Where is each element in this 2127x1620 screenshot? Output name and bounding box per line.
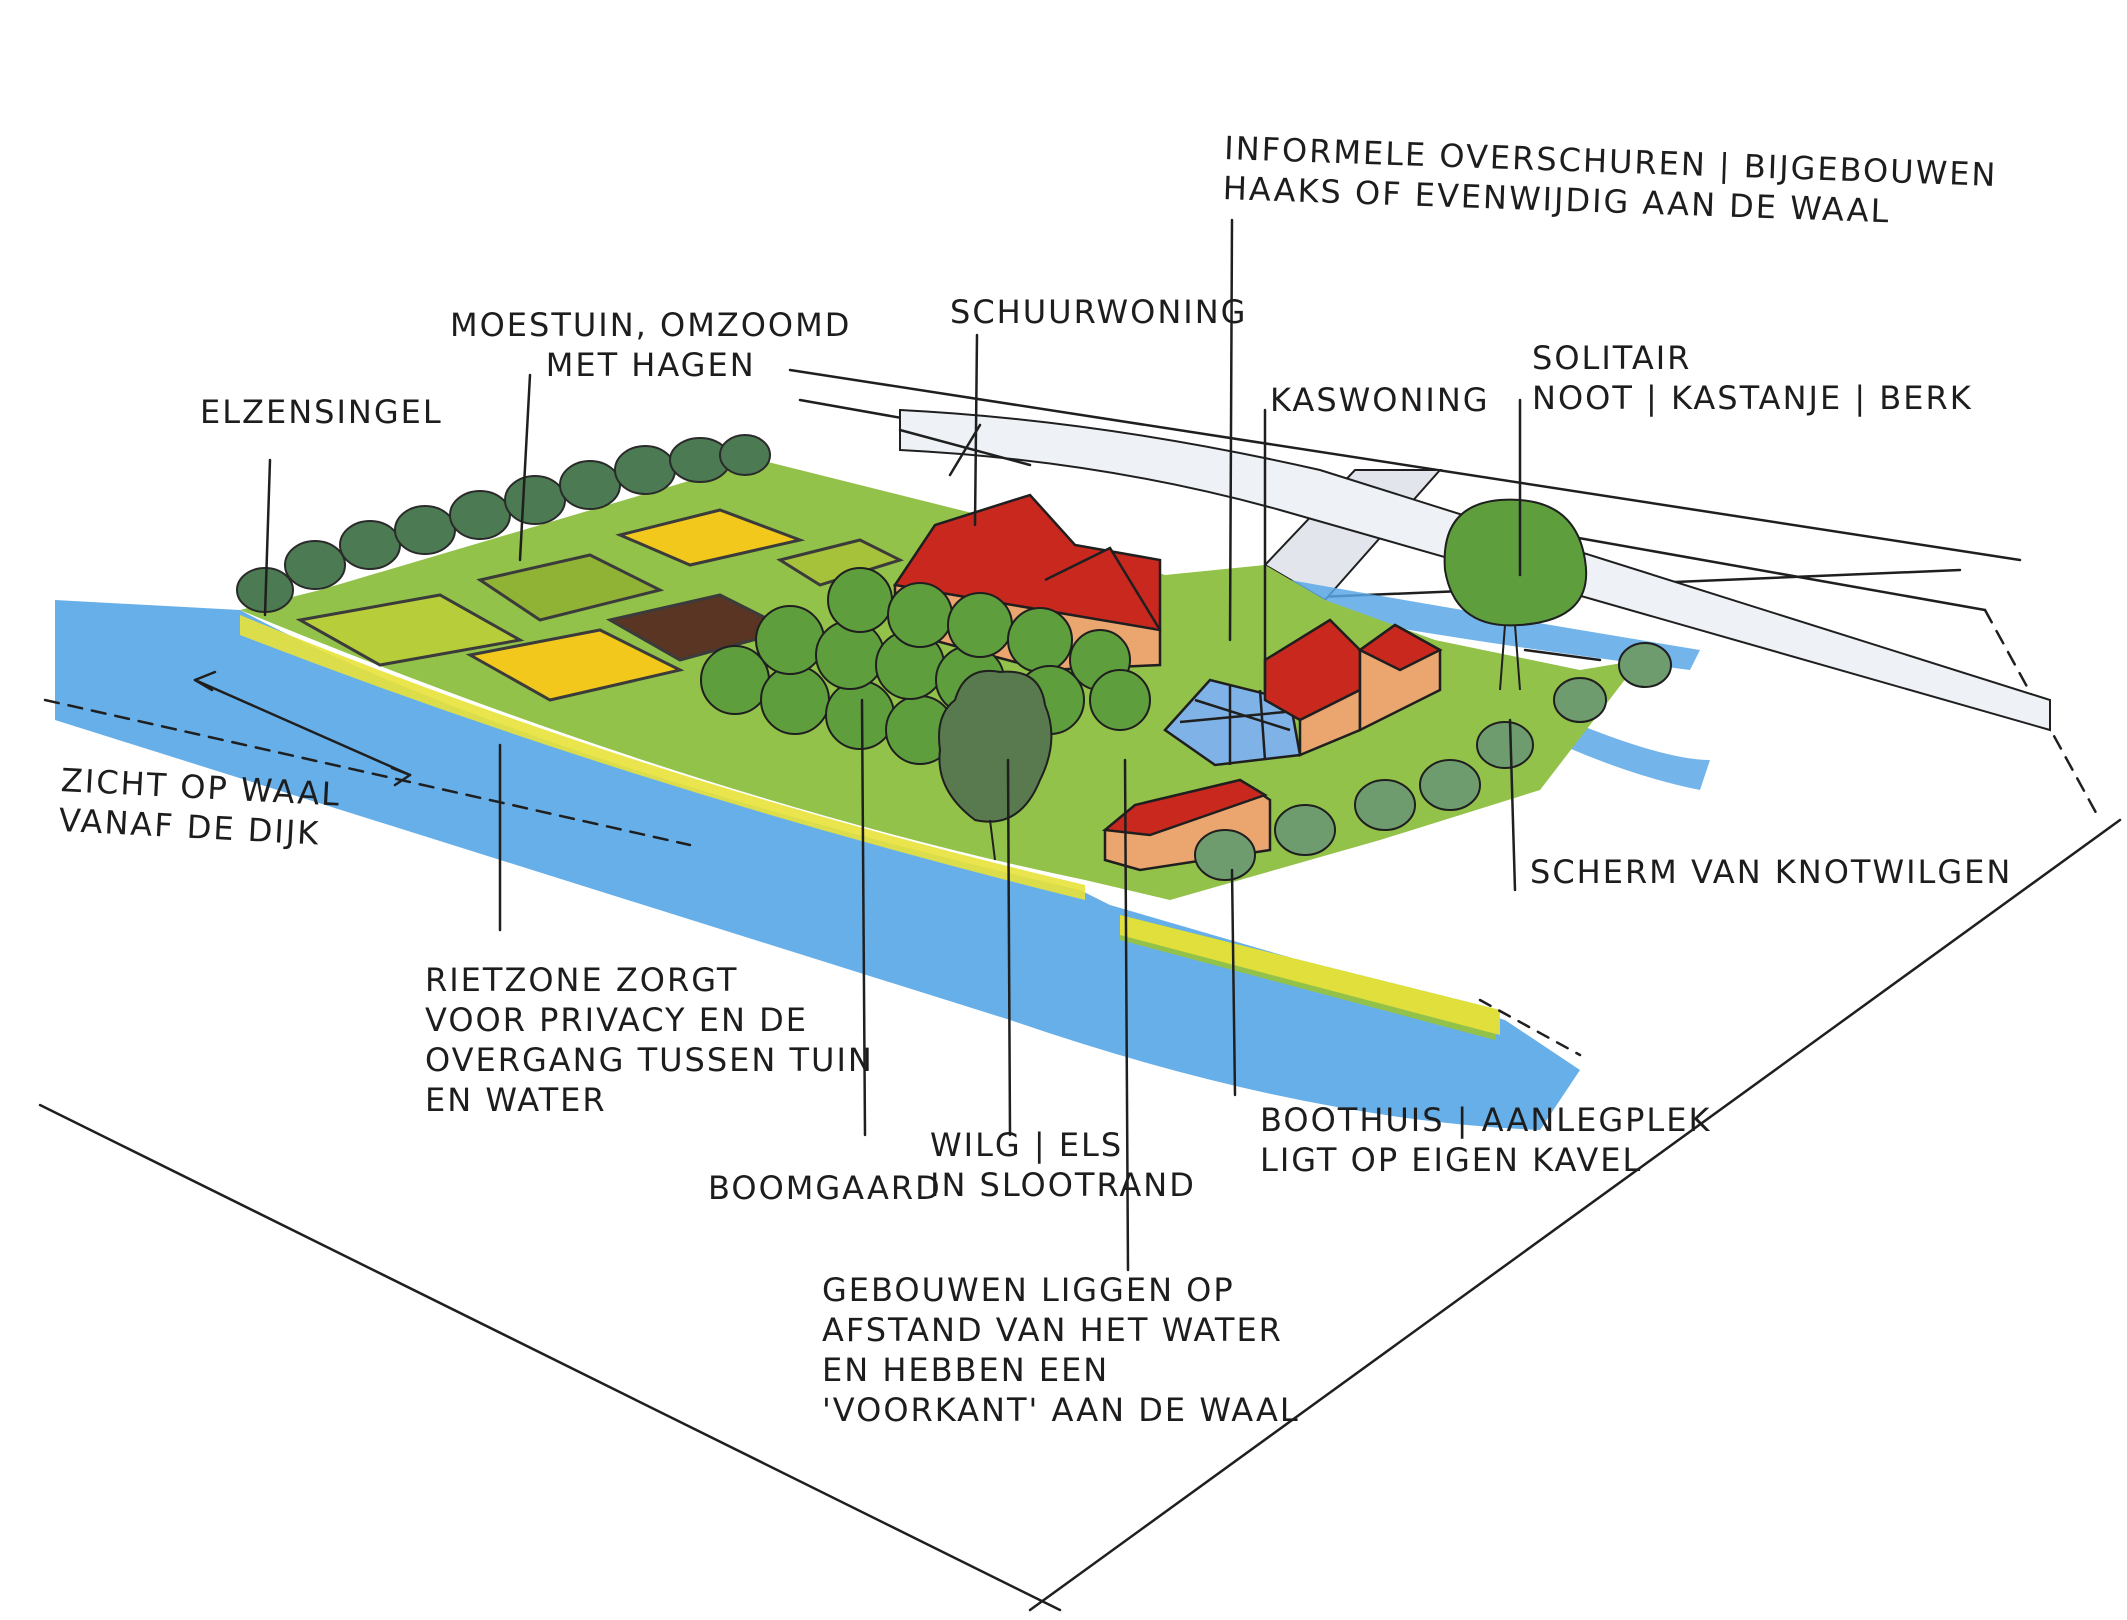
reed-zone [240, 615, 1500, 1035]
knotwilgen-screen [1194, 642, 1672, 881]
moestuin-label: MOESTUIN, OMZOOMD MET HAGEN [450, 306, 852, 384]
zicht-op-waal-label: ZICHT OP WAAL VANAF DE DIJK [57, 760, 343, 853]
wilg-els-label: WILG | ELS IN SLOOTRAND [930, 1126, 1196, 1204]
gebouwen-label: GEBOUWEN LIGGEN OP AFSTAND VAN HET WATER… [822, 1271, 1300, 1429]
scherm-knotwilgen-label: SCHERM VAN KNOTWILGEN [1530, 853, 2013, 891]
kaswoning-greenhouse [1163, 618, 1443, 767]
wilg-els-tree [938, 669, 1053, 861]
elzensingel-label: ELZENSINGEL [200, 393, 443, 431]
boomgaard-label: BOOMGAARD [708, 1169, 942, 1207]
leader-lines [263, 218, 1522, 1272]
solitair-label: SOLITAIR NOOT | KASTANJE | BERK [1532, 339, 1973, 417]
schuurwoning-label: SCHUURWONING [950, 293, 1248, 331]
kaswoning-label: KASWONING [1270, 381, 1490, 419]
solitair-tree [1443, 498, 1588, 691]
elzensingel-hedge [236, 434, 771, 613]
boothuis-label: BOOTHUIS | AANLEGPLEK LIGT OP EIGEN KAVE… [1260, 1101, 1712, 1179]
rietzone-label: RIETZONE ZORGT VOOR PRIVACY EN DE OVERGA… [425, 961, 874, 1119]
dike-path [899, 408, 2051, 732]
